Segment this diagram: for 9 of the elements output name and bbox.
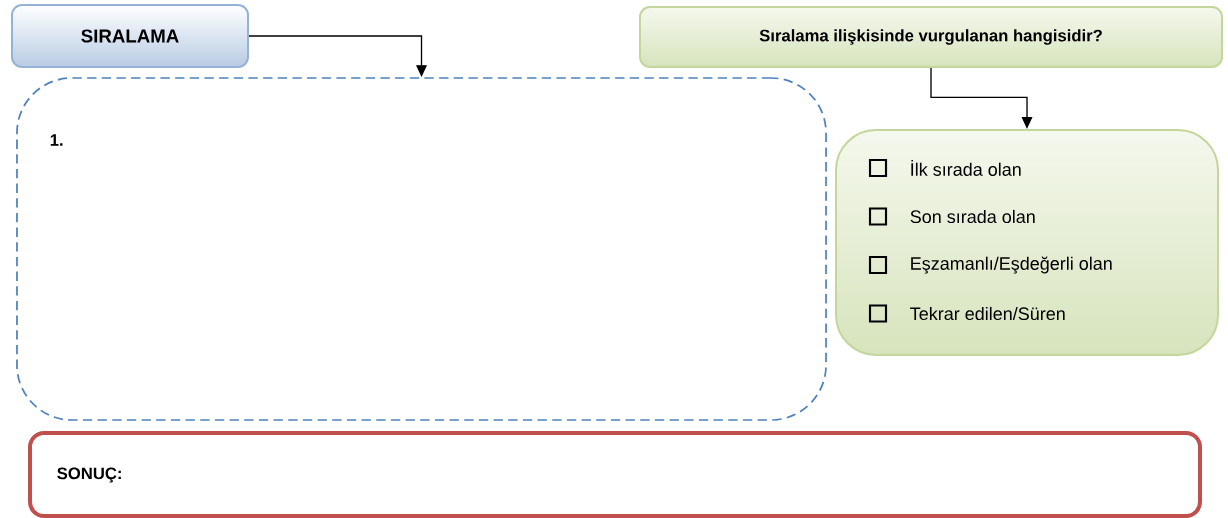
conclusion-box: SONUÇ:: [28, 431, 1202, 518]
question-box: Sıralama ilişkisinde vurgulanan hangisidir?: [639, 6, 1223, 68]
option-text: Son sırada olan: [910, 209, 1035, 224]
title-box: SIRALAMA: [11, 4, 249, 68]
options-box: [835, 128, 1219, 357]
option-text: İlk sırada olan: [911, 160, 1021, 176]
option-text: Tekrar edilen/Süren: [910, 306, 1065, 321]
answer-box: 1.: [16, 77, 827, 421]
option-text: Eşzamanlı/Eşdeğerli olan: [911, 256, 1112, 274]
